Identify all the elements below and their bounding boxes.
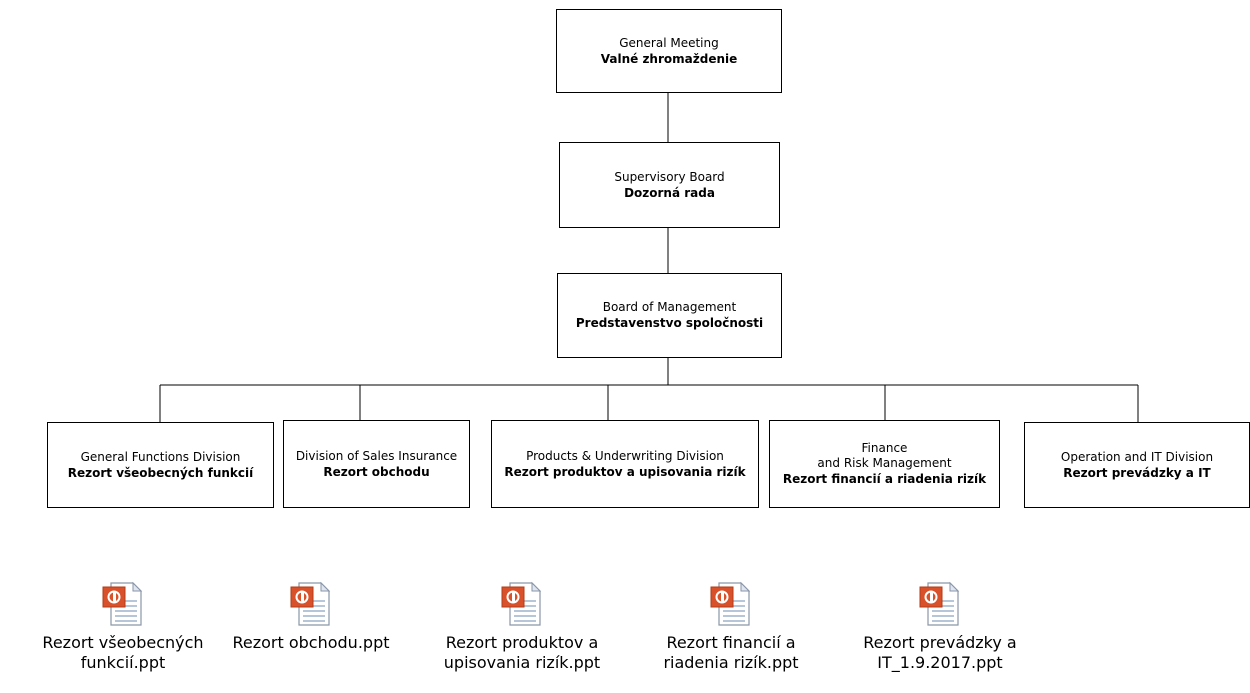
file-item-vseobecnych-funkcii[interactable]: Rezort všeobecných funkcií.ppt (23, 579, 223, 673)
division-sk: Rezort produktov a upisovania rizík (504, 464, 746, 479)
file-label: Rezort všeobecných funkcií.ppt (23, 633, 223, 673)
division-en: Products & Underwriting Division (526, 448, 724, 463)
supervisory-board-en: Supervisory Board (614, 169, 725, 184)
division-box-finance: Finance and Risk Management Rezort finan… (769, 420, 1000, 508)
file-label: Rezort prevádzky a IT_1.9.2017.ppt (840, 633, 1040, 673)
division-en: General Functions Division (80, 449, 241, 464)
file-item-obchodu[interactable]: Rezort obchodu.ppt (211, 579, 411, 653)
file-label: Rezort obchodu.ppt (211, 633, 411, 653)
division-box-general-functions: General Functions Division Rezort všeobe… (47, 422, 274, 508)
division-sk: Rezort obchodu (323, 464, 430, 479)
general-meeting-box: General Meeting Valné zhromaždenie (556, 9, 782, 93)
powerpoint-file-icon[interactable] (707, 579, 755, 627)
file-label: Rezort produktov a upisovania rizík.ppt (422, 633, 622, 673)
file-item-financii[interactable]: Rezort financií a riadenia rizík.ppt (631, 579, 831, 673)
file-label-line1: Rezort financií a (666, 633, 796, 652)
file-item-prevadzky[interactable]: Rezort prevádzky a IT_1.9.2017.ppt (840, 579, 1040, 673)
division-en: Operation and IT Division (1060, 449, 1214, 464)
division-sk: Rezort prevádzky a IT (1063, 465, 1211, 480)
powerpoint-file-icon[interactable] (916, 579, 964, 627)
file-label-line2: upisovania rizík.ppt (443, 653, 601, 672)
division-sk: Rezort všeobecných funkcií (67, 465, 254, 480)
board-of-management-en: Board of Management (602, 300, 737, 314)
general-meeting-en: General Meeting (619, 35, 719, 50)
file-label-line1: Rezort všeobecných (42, 633, 204, 652)
file-label-line2: funkcií.ppt (80, 653, 166, 672)
division-box-sales: Division of Sales Insurance Rezort obcho… (283, 420, 470, 508)
division-box-products: Products & Underwriting Division Rezort … (491, 420, 759, 508)
supervisory-board-sk: Dozorná rada (624, 185, 715, 200)
file-item-produktov[interactable]: Rezort produktov a upisovania rizík.ppt (422, 579, 622, 673)
file-label-line2: riadenia rizík.ppt (663, 653, 799, 672)
file-label-line2: IT_1.9.2017.ppt (877, 653, 1003, 672)
file-label-line1: Rezort produktov a (445, 633, 599, 652)
file-label: Rezort financií a riadenia rizík.ppt (631, 633, 831, 673)
supervisory-board-box: Supervisory Board Dozorná rada (559, 142, 780, 228)
general-meeting-sk: Valné zhromaždenie (600, 51, 738, 66)
division-sk: Rezort financií a riadenia rizík (782, 472, 987, 486)
board-of-management-box: Board of Management Predstavenstvo spolo… (557, 273, 782, 358)
powerpoint-file-icon[interactable] (498, 579, 546, 627)
powerpoint-file-icon[interactable] (99, 579, 147, 627)
file-label-line1: Rezort obchodu.ppt (232, 633, 390, 652)
file-label-line1: Rezort prevádzky a (863, 633, 1017, 652)
division-en: Finance (861, 441, 908, 455)
board-of-management-sk: Predstavenstvo spoločnosti (575, 316, 764, 330)
division-box-operation-it: Operation and IT Division Rezort prevádz… (1024, 422, 1250, 508)
division-en-line2: and Risk Management (817, 456, 952, 470)
division-en: Division of Sales Insurance (295, 448, 458, 463)
powerpoint-file-icon[interactable] (287, 579, 335, 627)
